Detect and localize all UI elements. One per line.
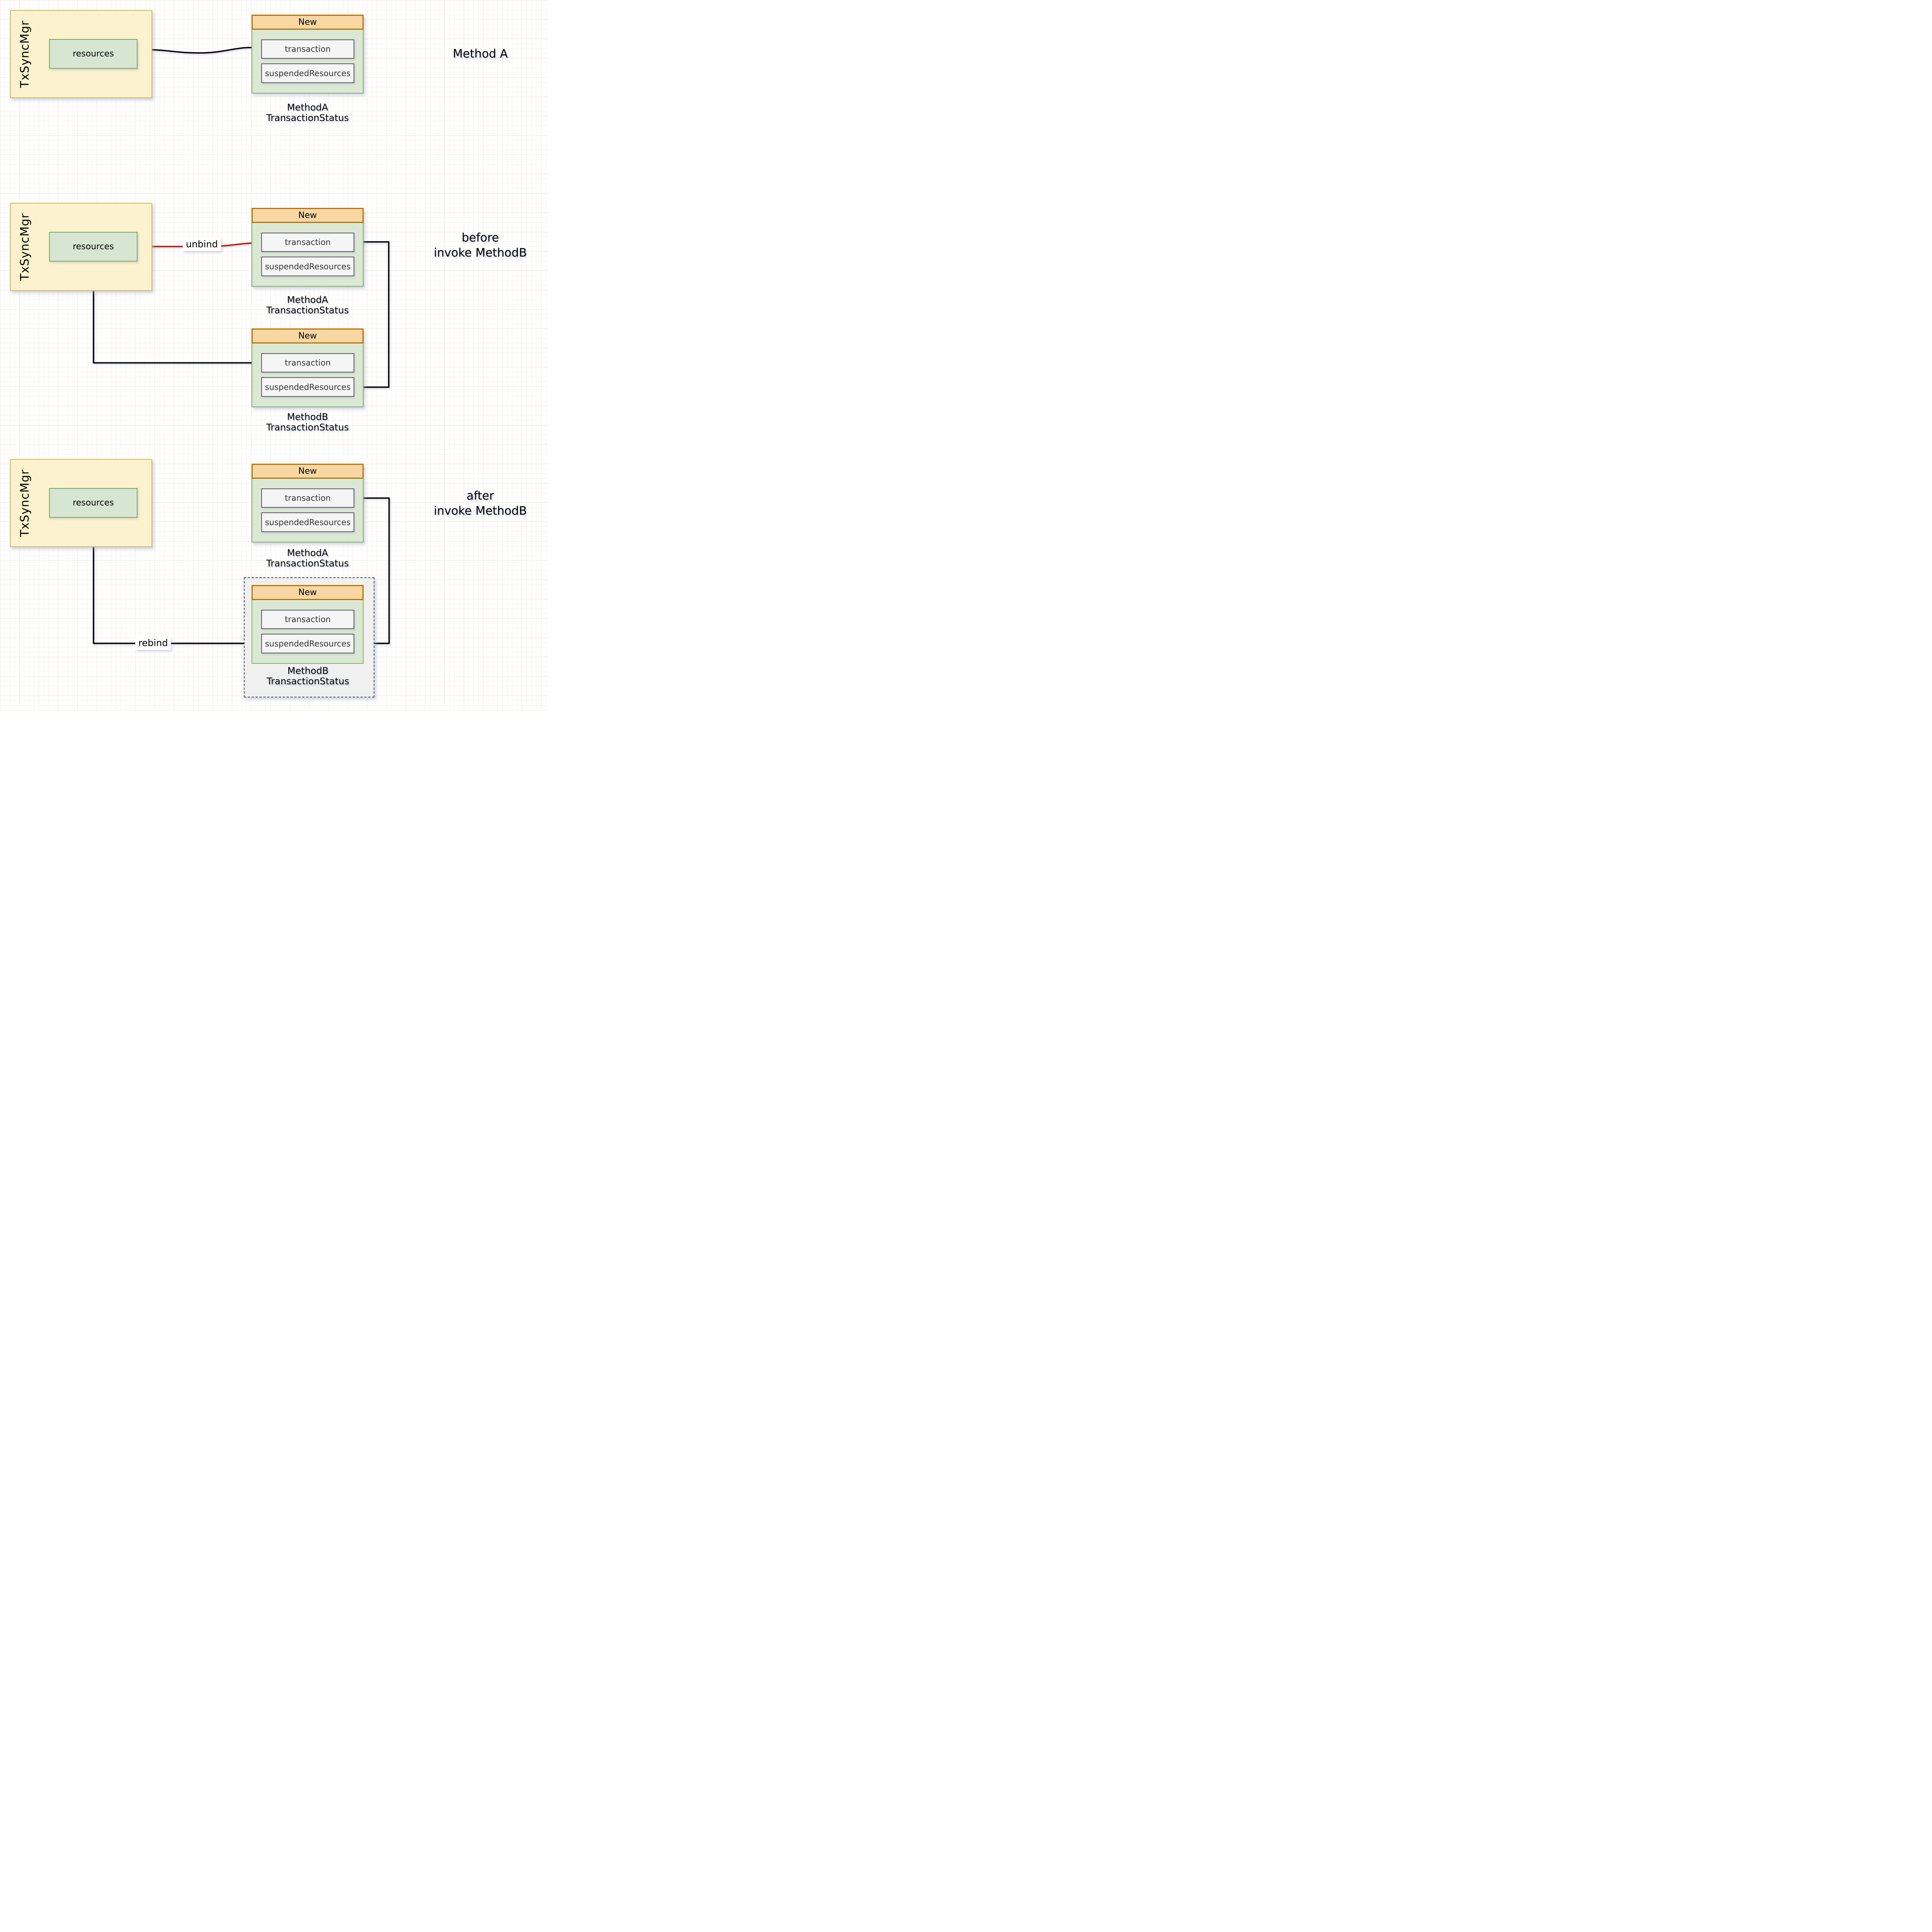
transaction-field: transaction — [261, 488, 354, 508]
resources-box-3: resources — [49, 488, 138, 518]
txsyncmgr-box-1: TxSyncMgr resources — [10, 10, 152, 98]
methodb-suspended-container: New transaction suspendedResources — [244, 577, 374, 697]
section-title-after-invoke-methodb: after invoke MethodB — [434, 489, 527, 518]
status-header-new: New — [252, 15, 364, 30]
resources-box-2: resources — [49, 232, 138, 262]
resources-box-1: resources — [49, 39, 138, 69]
methoda-status-box-2: New transaction suspendedResources — [252, 208, 364, 287]
suspended-resources-field: suspendedResources — [261, 63, 354, 83]
transaction-field: transaction — [261, 233, 354, 252]
methoda-caption-1: MethodA TransactionStatus — [266, 102, 349, 123]
status-header-new: New — [252, 585, 364, 600]
suspended-resources-field: suspendedResources — [261, 512, 354, 532]
suspended-resources-field: suspendedResources — [261, 377, 354, 397]
rebind-edge-label: rebind — [135, 637, 171, 650]
methoda-caption-3: MethodA TransactionStatus — [266, 548, 349, 569]
diagram-canvas: TxSyncMgr resources New transaction susp… — [0, 0, 549, 711]
suspended-resources-field: suspendedResources — [261, 257, 354, 276]
txsyncmgr-box-3: TxSyncMgr resources — [10, 459, 152, 547]
section-title-method-a: Method A — [452, 47, 508, 61]
methodb-status-box-2: New transaction suspendedResources — [252, 328, 364, 407]
status-header-new: New — [252, 208, 364, 223]
methoda-status-box-3: New transaction suspendedResources — [252, 464, 364, 543]
transaction-field: transaction — [261, 39, 354, 59]
txsyncmgr-title-1: TxSyncMgr — [18, 20, 32, 88]
methoda-status-box-1: New transaction suspendedResources — [252, 15, 364, 94]
methodb-caption-3: MethodB TransactionStatus — [267, 665, 349, 687]
section-title-before-invoke-methodb: before invoke MethodB — [434, 231, 527, 260]
methodb-status-box-3: New transaction suspendedResources — [252, 585, 364, 664]
methoda-caption-2: MethodA TransactionStatus — [266, 294, 349, 316]
transaction-field: transaction — [261, 353, 354, 372]
status-header-new: New — [252, 328, 364, 344]
txsyncmgr-box-2: TxSyncMgr resources — [10, 203, 152, 291]
txsyncmgr-title-2: TxSyncMgr — [18, 213, 32, 281]
transaction-field: transaction — [261, 610, 354, 629]
status-header-new: New — [252, 464, 364, 479]
methodb-caption-2: MethodB TransactionStatus — [266, 412, 349, 433]
suspended-resources-field: suspendedResources — [261, 634, 354, 653]
txsyncmgr-title-3: TxSyncMgr — [18, 469, 32, 537]
unbind-edge-label: unbind — [183, 238, 221, 251]
arrow-methoda-transaction-to-resources — [138, 47, 262, 54]
